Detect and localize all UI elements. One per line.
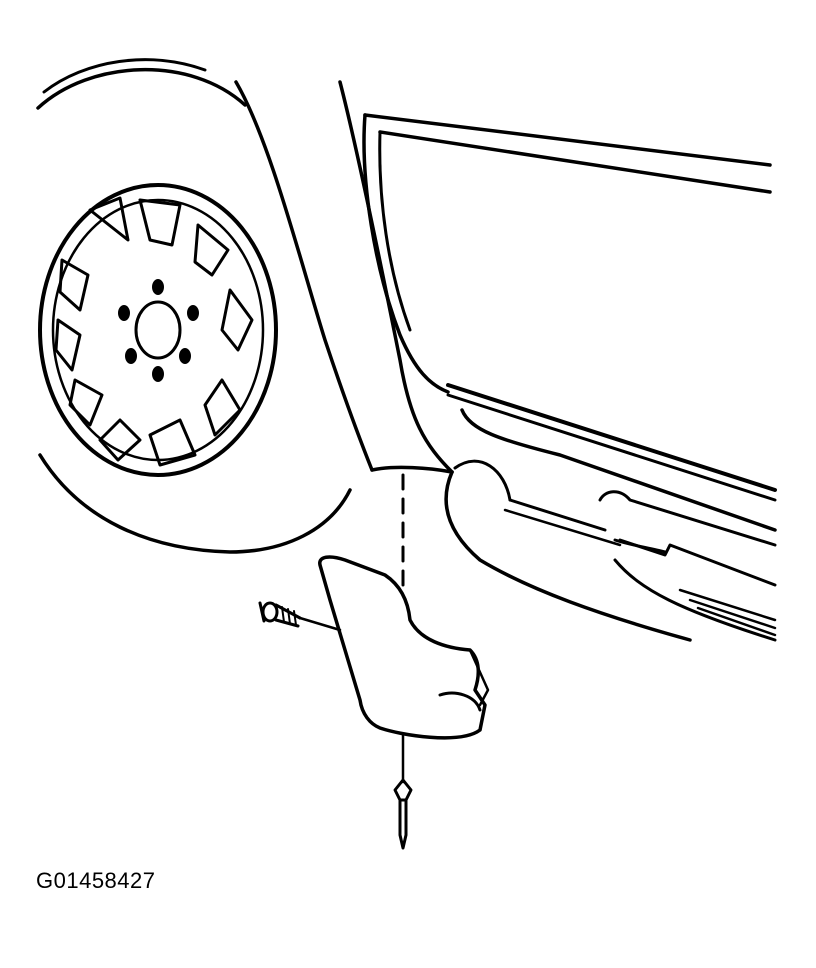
rocker-panel	[444, 408, 777, 642]
screw-fastener	[258, 601, 342, 632]
door-body-panel	[362, 113, 777, 502]
fender-wheel-arch	[234, 80, 454, 474]
alloy-wheel	[38, 183, 278, 477]
figure-id-label: G01458427	[36, 868, 156, 893]
push-pin-rivet	[393, 733, 413, 850]
splash-guard	[318, 555, 490, 740]
tire	[36, 58, 352, 554]
